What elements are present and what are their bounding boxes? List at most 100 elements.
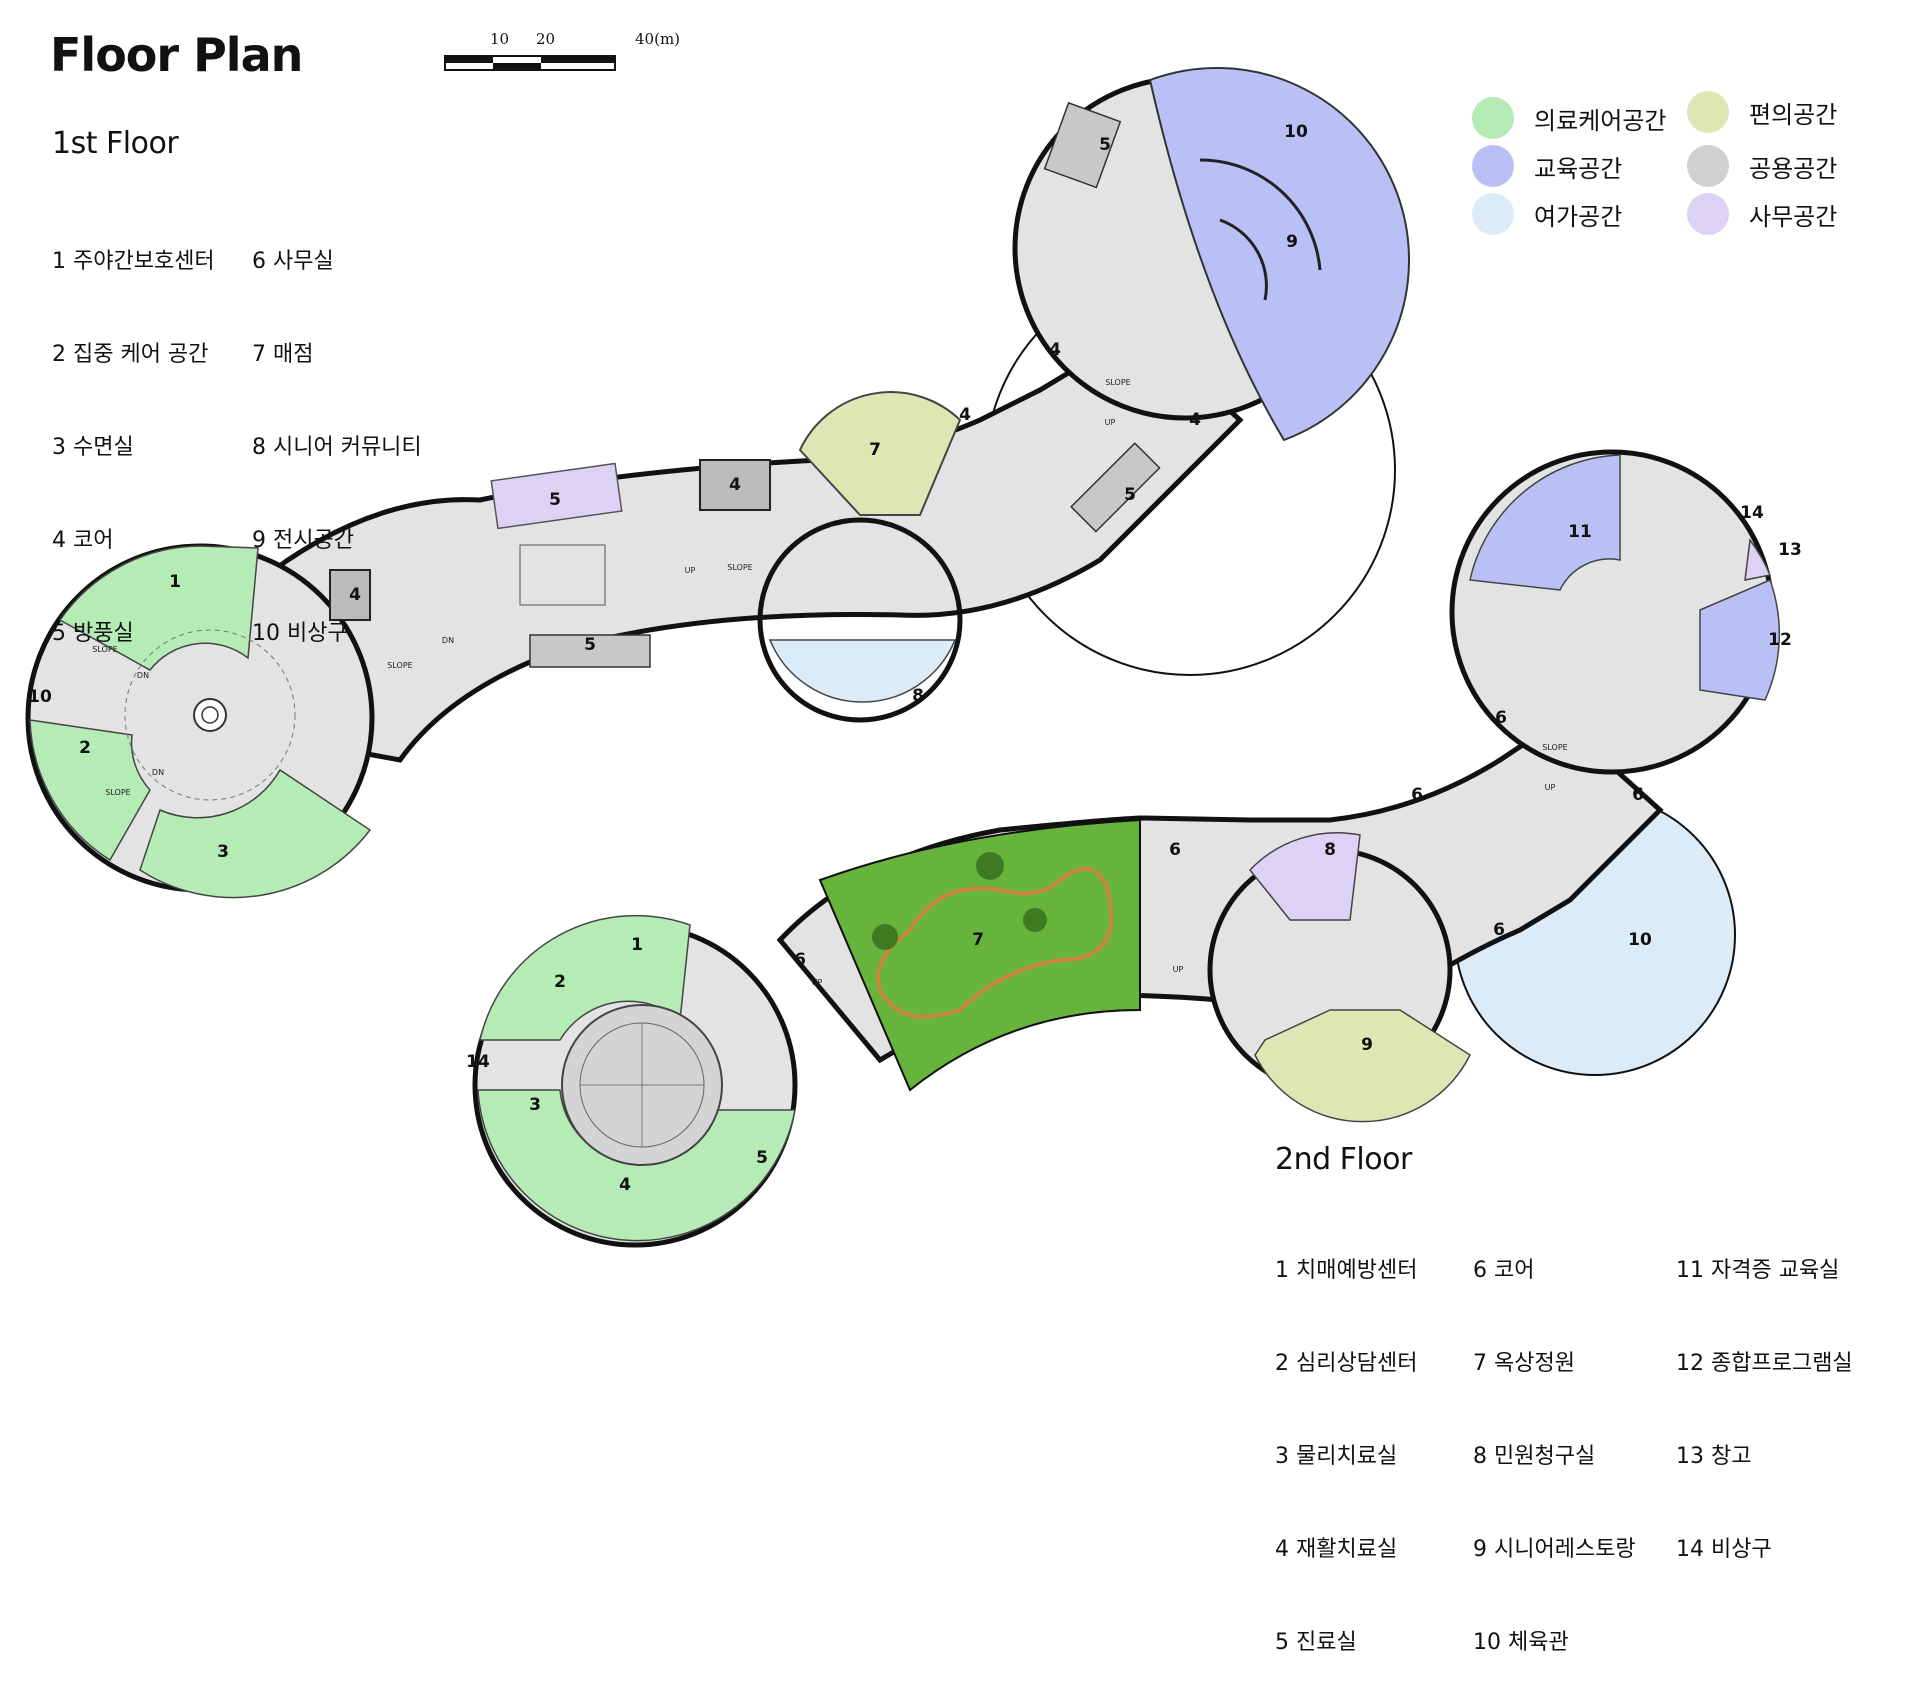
f2-label-3: 3	[529, 1095, 541, 1115]
page-title: Floor Plan	[50, 28, 303, 82]
floor2-room: 3 물리치료실	[1275, 1444, 1398, 1469]
f1-label-1: 1	[169, 572, 181, 592]
f1-label-2: 2	[79, 738, 91, 758]
f2-label-14b: 14	[466, 1052, 490, 1072]
floor1-room: 9 전시공간	[252, 528, 354, 553]
floor1-room: 6 사무실	[252, 249, 334, 274]
floor2-title: 2nd Floor	[1275, 1142, 1412, 1177]
legend-swatch	[1687, 193, 1729, 235]
f2-label-9: 9	[1361, 1035, 1373, 1055]
first-floor-plan: 1 2 3 4 4 4 4 4 5 5 5 5 6 7 8 9 10 10 SL…	[25, 66, 1410, 899]
floor2-room: 8 민원청구실	[1473, 1444, 1596, 1469]
floor2-room: 2 심리상담센터	[1275, 1351, 1418, 1376]
f1-label-3: 3	[217, 842, 229, 862]
f1-label-4d: 4	[1049, 340, 1061, 360]
floor2-room: 12 종합프로그램실	[1676, 1351, 1853, 1376]
f1-label-4a: 4	[349, 585, 361, 605]
floor1-rooms-col1: 1 주야간보호센터 2 집중 케어 공간 3 수면실 4 코어 5 방풍실	[52, 184, 215, 680]
color-legend: 의료케어공간 편의공간 교육공간 공용공간 여가공간 사무공간	[1472, 91, 1892, 238]
legend-label: 편의공간	[1749, 100, 1838, 129]
floor2-rooms-col2: 6 코어 7 옥상정원 8 민원청구실 9 시니어레스토랑 10 체육관	[1473, 1193, 1636, 1689]
scale-label-20: 20	[536, 30, 555, 48]
floor1-room: 5 방풍실	[52, 621, 134, 646]
f1-zone-1	[58, 545, 259, 671]
f1-label-4b: 4	[729, 475, 741, 495]
floor2-room: 13 창고	[1676, 1444, 1752, 1469]
scale-bar: 10 20 40(m)	[444, 30, 680, 71]
floor1-room: 1 주야간보호센터	[52, 249, 215, 274]
floor2-rooms-col1: 1 치매예방센터 2 심리상담센터 3 물리치료실 4 재활치료실 5 진료실	[1275, 1193, 1417, 1689]
f1-slope-2: SLOPE	[387, 661, 412, 670]
floor1-room: 2 집중 케어 공간	[52, 342, 209, 367]
legend-label: 의료케어공간	[1534, 106, 1667, 135]
f2-edu-11	[1469, 454, 1621, 591]
floor1-room: 4 코어	[52, 528, 114, 553]
f2-label-2: 2	[554, 972, 566, 992]
f2-label-6d: 6	[1493, 920, 1505, 940]
legend-item-convenience: 편의공간	[1687, 88, 1887, 136]
legend-swatch	[1472, 193, 1514, 235]
f2-label-11: 11	[1568, 522, 1592, 542]
floor2-room: 4 재활치료실	[1275, 1537, 1398, 1562]
f2-label-6b: 6	[1169, 840, 1181, 860]
f2-roof-garden	[818, 818, 1141, 1092]
floor1-room: 7 매점	[252, 342, 314, 367]
floor1-room: 8 시니어 커뮤니티	[252, 435, 422, 460]
f2-label-14a: 14	[1740, 503, 1764, 523]
f2-office	[1249, 832, 1361, 921]
f2-restaurant	[1254, 1009, 1471, 1123]
f2-label-13: 13	[1778, 540, 1802, 560]
floor2-room: 11 자격증 교육실	[1676, 1258, 1840, 1283]
f2-label-5: 5	[756, 1148, 768, 1168]
floor2-room: 5 진료실	[1275, 1630, 1357, 1655]
f1-zone-2	[29, 719, 151, 862]
floor2-room: 7 옥상정원	[1473, 1351, 1575, 1376]
f2-up-1: UP	[812, 978, 823, 987]
f1-label-4e: 4	[1189, 410, 1201, 430]
floor1-room: 10 비상구	[252, 621, 348, 646]
f1-label-5a: 5	[584, 635, 596, 655]
f1-label-8: 8	[912, 686, 924, 706]
f1-slope-5: SLOPE	[1105, 378, 1130, 387]
f1-slope-1: SLOPE	[727, 563, 752, 572]
floor2-room: 9 시니어레스토랑	[1473, 1537, 1636, 1562]
legend-label: 여가공간	[1534, 202, 1623, 231]
f1-slope-3: SLOPE	[92, 645, 117, 654]
f1-dn-1: DN	[137, 671, 149, 680]
f2-label-6f: 6	[1632, 785, 1644, 805]
floor1-rooms-col2: 6 사무실 7 매점 8 시니어 커뮤니티 9 전시공간 10 비상구	[252, 184, 422, 680]
second-floor-plan: 1 2 3 4 5 6 6 6 6 6 6 7 8 9 10 11 12 13 …	[466, 449, 1802, 1248]
f2-label-6a: 6	[794, 950, 806, 970]
floor2-room: 10 체육관	[1473, 1630, 1569, 1655]
legend-item-education: 교육공간	[1472, 142, 1687, 190]
legend-item-leisure: 여가공간	[1472, 190, 1687, 238]
f1-dn-2: DN	[152, 768, 164, 777]
legend-label: 공용공간	[1749, 154, 1838, 183]
f1-up-2: UP	[1105, 418, 1116, 427]
f2-label-10: 10	[1628, 930, 1652, 950]
f1-store	[798, 391, 962, 516]
f1-label-7: 7	[869, 440, 881, 460]
f1-label-5d: 5	[549, 490, 561, 510]
f2-label-8: 8	[1324, 840, 1336, 860]
f2-label-6e: 6	[1495, 708, 1507, 728]
f1-label-5b: 5	[1124, 485, 1136, 505]
f2-label-7: 7	[972, 930, 984, 950]
floor2-room: 14 비상구	[1676, 1537, 1772, 1562]
f1-label-9: 9	[1286, 232, 1298, 252]
f2-medical-zone	[479, 914, 691, 1041]
f1-label-5c: 5	[1099, 135, 1111, 155]
legend-label: 사무공간	[1749, 202, 1838, 231]
legend-item-medical: 의료케어공간	[1472, 94, 1687, 142]
floor2-room: 6 코어	[1473, 1258, 1535, 1283]
legend-label: 교육공간	[1534, 154, 1623, 183]
f2-label-12: 12	[1768, 630, 1792, 650]
legend-item-office: 사무공간	[1687, 190, 1887, 238]
f1-label-4c: 4	[959, 405, 971, 425]
scale-label-10: 10	[490, 30, 509, 48]
f2-up-3: UP	[1545, 783, 1556, 792]
f1-label-10b: 10	[28, 687, 52, 707]
f1-label-10a: 10	[1284, 122, 1308, 142]
f1-dn-3: DN	[442, 636, 454, 645]
legend-swatch	[1687, 91, 1729, 133]
